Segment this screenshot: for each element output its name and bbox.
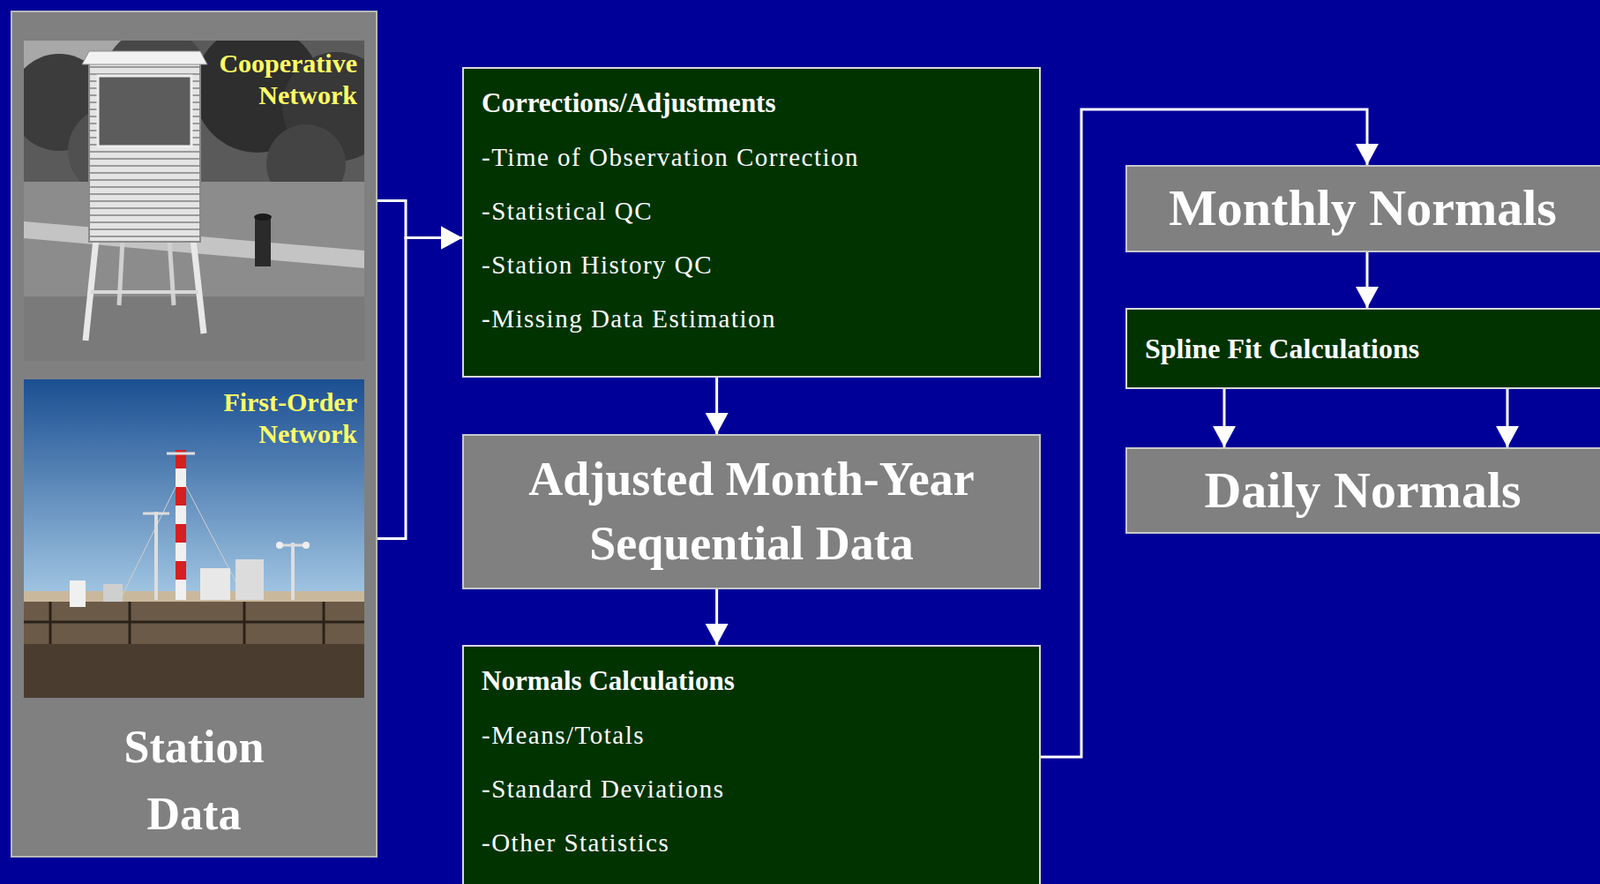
arrow-head: [1355, 143, 1379, 165]
flow-connector: [705, 589, 729, 645]
process-box: Spline Fit Calculations: [1125, 307, 1600, 389]
rain-gauge: [254, 213, 272, 267]
rooftop-part: [322, 601, 326, 644]
weather-shelter-part: [119, 239, 123, 306]
panel-title: Station Data: [79, 713, 309, 848]
mast-part: [175, 560, 187, 580]
instruments-part: [302, 541, 310, 549]
list-item: -Means/Totals: [481, 708, 1022, 763]
photo-label: Cooperative Network: [145, 47, 358, 112]
arrow-head: [1212, 426, 1236, 448]
arrow-head: [1355, 286, 1379, 308]
instruments-part: [235, 559, 264, 600]
instruments-part: [291, 542, 295, 600]
list-item: -Missing Data Estimation: [481, 291, 1022, 346]
arrow-head: [441, 226, 463, 250]
arrow-head: [705, 412, 729, 434]
flow-connector: [364, 226, 463, 539]
rain-gauge-part: [254, 216, 271, 267]
instruments-part: [142, 512, 170, 516]
rooftop-part: [23, 601, 365, 698]
photo-label: First-Order Network: [145, 386, 358, 450]
list-item: -Station History QC: [481, 238, 1022, 292]
lawn-part: [23, 296, 365, 361]
sky-part: [23, 379, 365, 600]
rooftop-part: [23, 643, 365, 698]
process-box: Normals Calculations-Means/Totals-Standa…: [462, 644, 1041, 884]
flow-connector: [1212, 388, 1236, 448]
flow-connector: [705, 377, 729, 434]
instruments-part: [154, 511, 158, 600]
mid-title: Spline Fit Calculations: [1144, 330, 1600, 367]
instruments-part: [103, 583, 123, 602]
flow-connector: [364, 201, 463, 250]
weather-shelter-part: [89, 63, 201, 242]
big-title: Daily Normals: [1203, 456, 1521, 525]
output-box: Monthly Normals: [1125, 164, 1600, 253]
instruments-part: [279, 544, 307, 547]
mast-part: [175, 486, 187, 506]
mast: [166, 449, 195, 600]
list-item: -Statistical QC: [481, 184, 1022, 239]
list-item: -Other Statistics: [481, 815, 1022, 870]
instruments-part: [200, 568, 231, 600]
weather-shelter-part: [90, 290, 199, 294]
weather-shelter-part: [193, 239, 204, 334]
photo-panel: Cooperative Network: [23, 40, 365, 361]
big-title: Adjusted Month-Year Sequential Data: [463, 447, 1040, 576]
list-head: Corrections/Adjustments: [481, 75, 1022, 131]
weather-shelter-part: [82, 51, 208, 65]
list-head: Normals Calculations: [481, 653, 1022, 709]
photo-panel: First-Order Network: [23, 379, 365, 698]
arrow-head: [441, 226, 463, 250]
instruments-part: [69, 580, 86, 607]
rain-gauge-part: [254, 213, 272, 221]
mast-part: [175, 449, 187, 600]
rooftop: [23, 590, 365, 698]
mast-part: [175, 523, 187, 543]
list-item: -Time of Observation Correction: [481, 130, 1022, 185]
mast-part: [166, 452, 195, 456]
big-title: Monthly Normals: [1168, 173, 1557, 243]
list-item: -Standard Deviations: [481, 762, 1022, 816]
station-panel: Station Data Cooperative Network: [10, 10, 378, 858]
sky: [23, 379, 365, 600]
data-box: Adjusted Month-Year Sequential Data: [462, 433, 1041, 590]
arrow-head: [1495, 426, 1519, 448]
weather-shelter-part: [85, 239, 97, 341]
instruments-part: [276, 541, 284, 549]
process-box: Corrections/Adjustments-Time of Observat…: [462, 67, 1041, 378]
rooftop-part: [243, 601, 247, 644]
weather-shelter-part: [97, 75, 192, 147]
weather-shelter: [82, 51, 208, 341]
rooftop-part: [128, 601, 132, 644]
rooftop-part: [49, 601, 53, 644]
connector-line: [364, 238, 463, 539]
output-box: Daily Normals: [1125, 447, 1600, 534]
weather-shelter-part: [169, 239, 174, 306]
instruments: [69, 511, 310, 607]
guy-wires-part: [120, 476, 181, 599]
flow-connector: [1495, 388, 1519, 448]
flow-connector: [1355, 252, 1379, 308]
arrow-head: [705, 623, 729, 645]
rooftop-part: [23, 620, 365, 624]
